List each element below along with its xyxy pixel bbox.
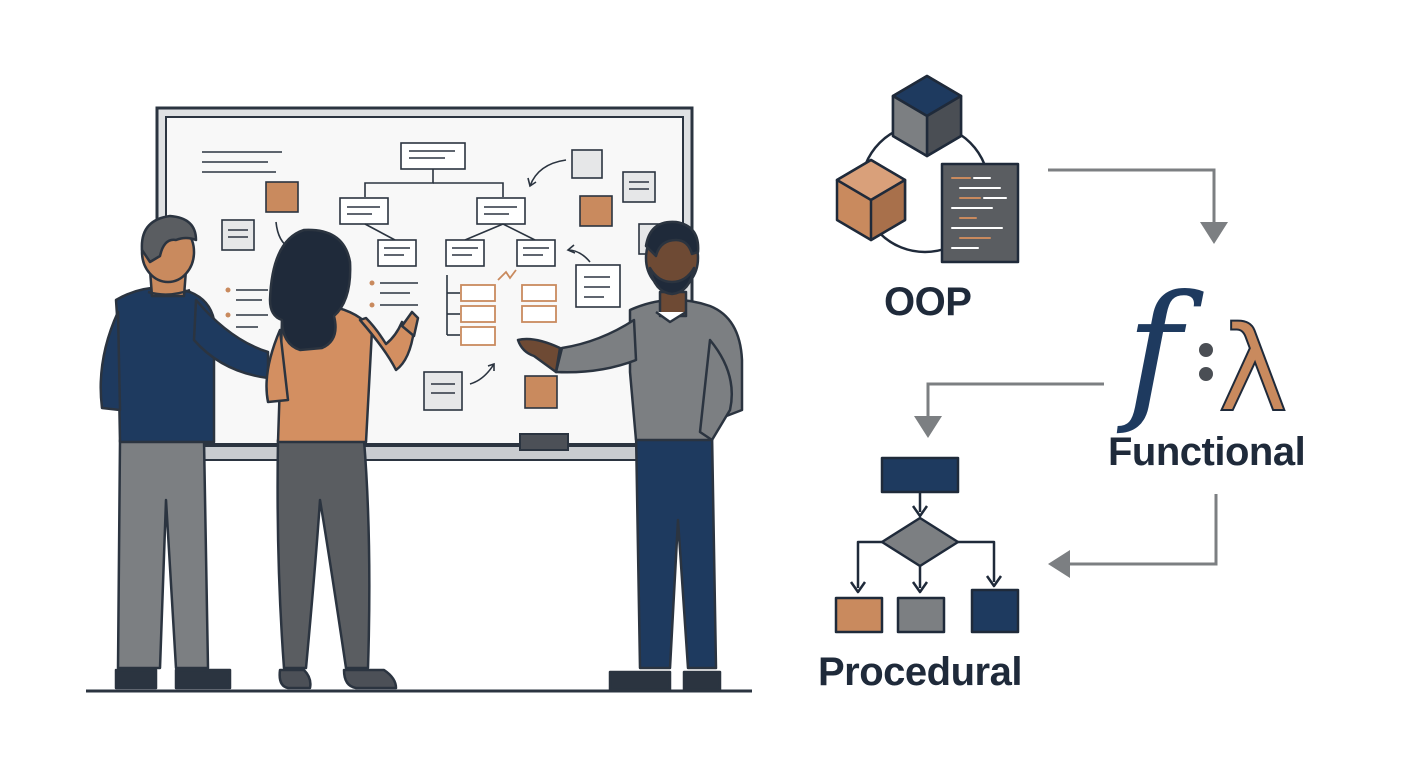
procedural-label: Procedural	[818, 650, 1022, 694]
arrow-oop-to-functional	[1048, 168, 1228, 244]
person-woman-orange	[265, 228, 420, 690]
board-text-lines	[202, 151, 418, 328]
arrow-functional-to-procedural-bottom	[1048, 494, 1218, 578]
function-symbol: f	[1116, 264, 1204, 438]
cubes-and-code-icon	[835, 74, 1020, 264]
arrow-functional-to-procedural-top	[914, 382, 1104, 438]
board-orange-boxes	[460, 269, 557, 346]
functional-label: Functional	[1108, 430, 1306, 474]
person-man-navy	[99, 214, 270, 690]
person-man-gray	[516, 220, 744, 692]
oop-label: OOP	[884, 280, 972, 324]
lambda-symbol: λ	[1218, 300, 1288, 438]
board-bullets	[225, 280, 375, 318]
flowchart-icon	[834, 456, 1020, 634]
function-lambda-icon: f λ	[1116, 264, 1289, 439]
board-tree-diagram	[339, 142, 556, 336]
